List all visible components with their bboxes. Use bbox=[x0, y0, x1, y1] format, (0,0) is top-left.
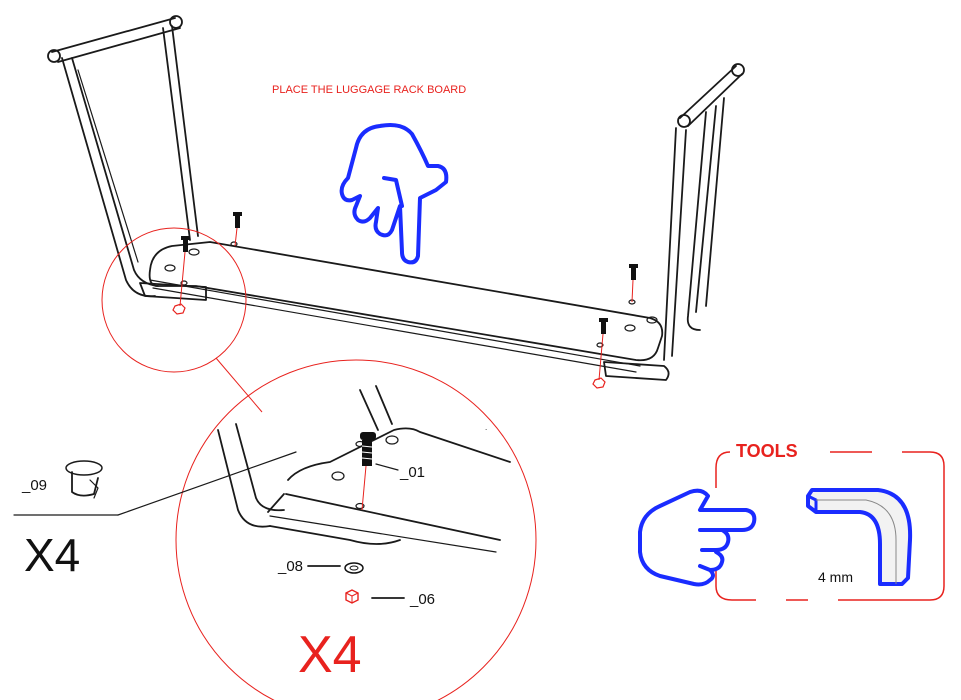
bolt-icon bbox=[233, 212, 242, 247]
washer-icon bbox=[344, 562, 364, 574]
part-09-leader-diag bbox=[117, 451, 297, 516]
nut-icon bbox=[345, 589, 359, 604]
label-part-08: _08 bbox=[277, 558, 303, 575]
tools-box bbox=[715, 451, 945, 601]
bolt-icon bbox=[360, 432, 376, 466]
rack-board bbox=[148, 241, 664, 373]
plug-cap-icon bbox=[65, 460, 103, 499]
detail-view: . bbox=[217, 385, 511, 604]
nut-icon bbox=[172, 303, 186, 315]
detail-source-circle bbox=[101, 227, 247, 373]
left-frame bbox=[47, 15, 207, 301]
nut-icon bbox=[592, 377, 606, 389]
label-part-09: _09 bbox=[21, 477, 47, 494]
wrench-size: 4 mm bbox=[818, 569, 853, 585]
allen-key-icon bbox=[806, 488, 913, 586]
pointing-down-hand-icon bbox=[339, 123, 449, 265]
label-part-01: _01 bbox=[399, 464, 425, 481]
pointing-right-hand-icon bbox=[638, 488, 757, 587]
tools-title: TOOLS bbox=[736, 441, 798, 461]
board-bolts bbox=[172, 212, 638, 389]
instruction-text: PLACE THE LUGGAGE RACK BOARD bbox=[272, 84, 466, 96]
label-part-06: _06 bbox=[409, 591, 435, 608]
right-frame bbox=[603, 63, 745, 381]
bolt-icon bbox=[629, 264, 638, 303]
detail-quantity: X4 bbox=[298, 626, 362, 684]
bolt-icon bbox=[598, 318, 608, 381]
left-quantity: X4 bbox=[24, 529, 80, 581]
svg-text:.: . bbox=[485, 423, 487, 432]
detail-connector bbox=[215, 357, 263, 413]
detail-magnified-circle bbox=[175, 359, 537, 700]
bolt-icon bbox=[179, 236, 190, 307]
